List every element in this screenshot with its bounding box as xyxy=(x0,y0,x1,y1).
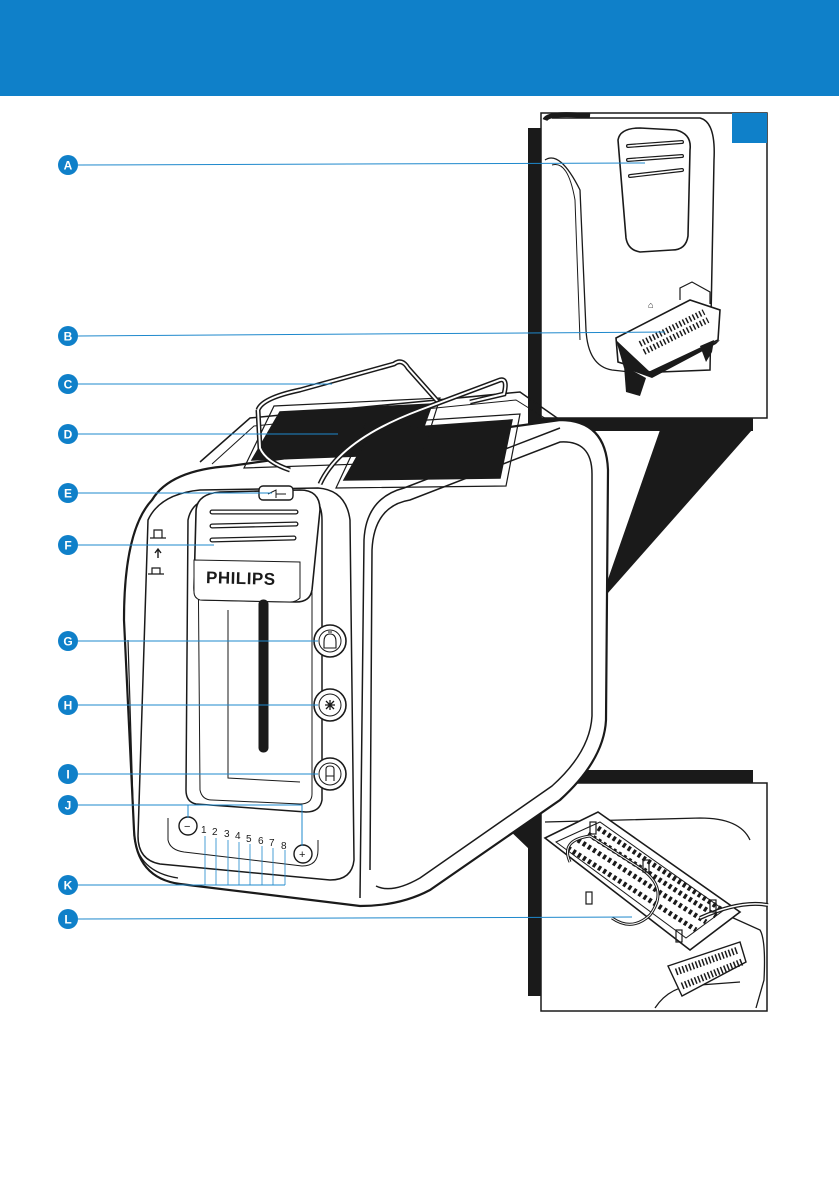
browning-level: 2 xyxy=(212,827,218,838)
svg-text:L: L xyxy=(64,913,71,927)
svg-text:⌂: ⌂ xyxy=(648,300,653,310)
svg-text:J: J xyxy=(65,799,72,813)
browning-level: 3 xyxy=(224,829,230,840)
browning-level: 1 xyxy=(201,825,207,836)
browning-level: 7 xyxy=(269,838,275,849)
callout-l: L xyxy=(58,909,78,929)
inset-top-marker xyxy=(732,113,767,143)
callout-d: D xyxy=(58,424,78,444)
callout-c: C xyxy=(58,374,78,394)
browning-level: 4 xyxy=(235,831,241,842)
defrost-icon xyxy=(325,700,335,710)
lever-slot xyxy=(259,600,268,752)
svg-text:F: F xyxy=(64,539,71,553)
callout-g: G xyxy=(58,631,78,651)
callout-h: H xyxy=(58,695,78,715)
svg-text:A: A xyxy=(64,159,73,173)
svg-text:K: K xyxy=(64,879,73,893)
browning-level: 5 xyxy=(246,834,252,845)
browning-level: 8 xyxy=(281,841,287,852)
brand-logo: PHILIPS xyxy=(206,568,276,589)
callout-j: J xyxy=(58,795,78,815)
svg-text:D: D xyxy=(64,428,73,442)
inset-top-pointer xyxy=(600,430,752,602)
callout-b: B xyxy=(58,326,78,346)
callout-a: A xyxy=(58,155,78,175)
callout-i: I xyxy=(58,764,78,784)
svg-text:E: E xyxy=(64,487,72,501)
callouts: A B C D E F G H I J K L xyxy=(58,155,78,929)
minus-icon: − xyxy=(184,821,190,833)
callout-e: E xyxy=(58,483,78,503)
svg-text:I: I xyxy=(66,768,69,782)
callout-f: F xyxy=(58,535,78,555)
svg-text:C: C xyxy=(64,378,73,392)
svg-text:G: G xyxy=(63,635,72,649)
svg-text:H: H xyxy=(64,699,73,713)
plus-icon: + xyxy=(299,849,305,861)
callout-k: K xyxy=(58,875,78,895)
svg-text:B: B xyxy=(64,330,73,344)
browning-level: 6 xyxy=(258,836,264,847)
